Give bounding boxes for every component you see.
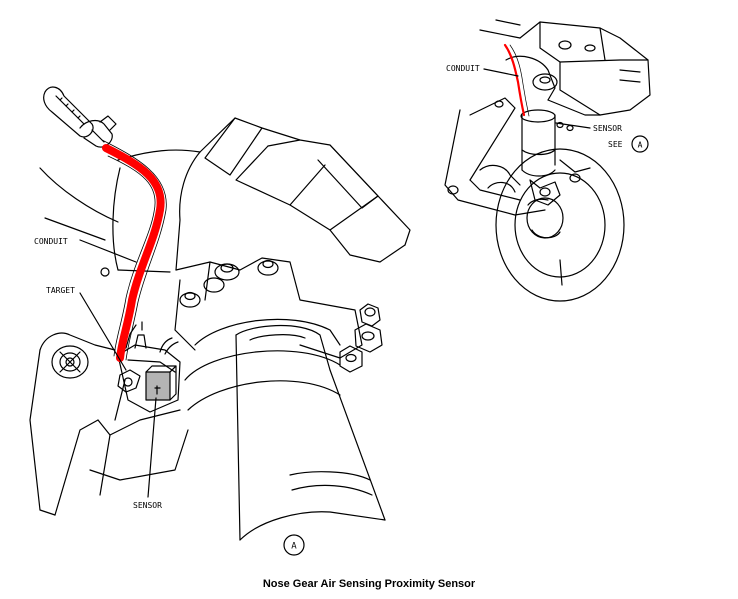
conduit-highlight — [102, 144, 165, 362]
target-leader — [79, 292, 127, 371]
sensor-label: SENSOR — [133, 501, 162, 510]
inset-sensor-label: SENSOR — [593, 124, 622, 133]
gear-housing — [39, 117, 411, 273]
inset-see-label: SEE — [608, 140, 623, 149]
view-a-letter: A — [291, 542, 297, 552]
shock-strut — [184, 318, 386, 541]
inset-view-a-letter: A — [638, 141, 643, 150]
right-bolts — [339, 303, 383, 373]
inset-overview — [444, 19, 651, 302]
hose-end-fitting — [43, 86, 117, 148]
view-a-circle — [283, 534, 305, 556]
figure-caption: Nose Gear Air Sensing Proximity Sensor — [262, 578, 476, 590]
sensor-leader — [147, 397, 157, 498]
inset-conduit-leader — [483, 68, 519, 77]
conduit-leader — [79, 239, 137, 263]
proximity-sensor-body — [145, 371, 171, 401]
inset-conduit-highlight — [503, 43, 526, 117]
inset-conduit-label: CONDUIT — [446, 64, 480, 73]
mounting-plate — [100, 257, 363, 359]
conduit-label: CONDUIT — [34, 237, 68, 246]
main-detail-view — [29, 86, 411, 556]
inset-sensor-leader — [555, 122, 591, 129]
sensor-assembly — [117, 321, 181, 413]
torque-link-arm — [29, 332, 189, 516]
inset-view-a-circle — [631, 135, 649, 153]
target-label: TARGET — [46, 286, 75, 295]
